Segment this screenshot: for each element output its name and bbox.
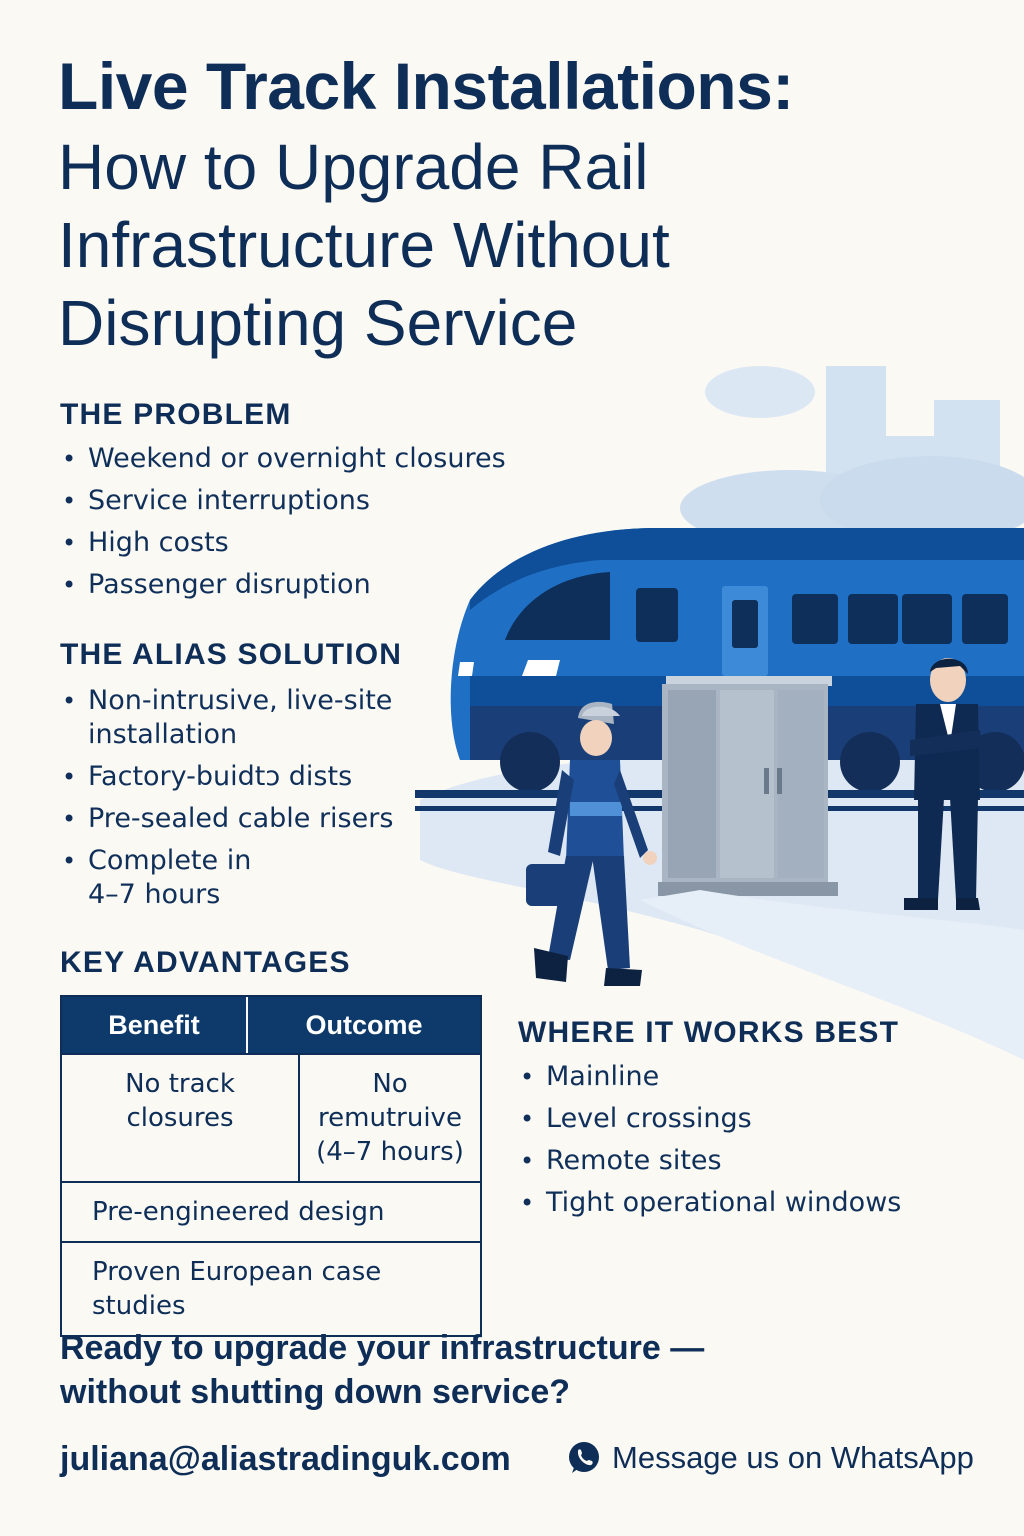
table-cell: Pre-engineered design	[92, 1197, 385, 1227]
page-subtitle: How to Upgrade Rail Infrastructure Witho…	[58, 131, 670, 359]
solution-heading: THE ALIAS SOLUTION	[60, 638, 403, 671]
problem-heading: THE PROBLEM	[60, 398, 292, 431]
advantages-table: Benefit Outcome No track closures No rem…	[60, 995, 482, 1337]
city-skyline	[680, 366, 1024, 546]
table-row: Pre-engineered design	[62, 1181, 480, 1241]
where-list: Mainline Level crossings Remote sites Ti…	[518, 1060, 988, 1228]
worker-figure	[526, 701, 657, 986]
solution-list: Non-intrusive, live-site installation Fa…	[60, 684, 410, 920]
email-link[interactable]: juliana@aliastradinguk.com	[60, 1440, 511, 1478]
list-item: Weekend or overnight closures	[60, 442, 560, 476]
table-cell: No track closures	[62, 1055, 300, 1181]
whatsapp-link[interactable]: Message us on WhatsApp	[566, 1440, 974, 1476]
list-item: Factory-buidtↄ dists	[60, 760, 410, 794]
table-header: Benefit Outcome	[62, 997, 480, 1053]
column-header-outcome: Outcome	[305, 1009, 423, 1040]
table-cell: No remutruive (4–7 hours)	[316, 1069, 464, 1167]
list-item: Mainline	[518, 1060, 988, 1094]
column-header-benefit: Benefit	[62, 997, 248, 1053]
page-title: Live Track Installations:	[58, 49, 794, 123]
table-cell: Proven European case studies	[92, 1257, 382, 1321]
list-item: Service interruptions	[60, 484, 560, 518]
whatsapp-label: Message us on WhatsApp	[612, 1440, 974, 1475]
whatsapp-icon	[569, 1442, 599, 1473]
list-item: Passenger disruption	[60, 568, 560, 602]
table-row: Proven European case studies	[62, 1241, 480, 1335]
table-row: No track closures No remutruive (4–7 hou…	[62, 1053, 480, 1181]
where-heading: WHERE IT WORKS BEST	[518, 1016, 900, 1049]
lower-wash	[640, 890, 1024, 1060]
list-item: Non-intrusive, live-site installation	[60, 684, 410, 752]
manager-figure	[904, 658, 982, 910]
list-item: Level crossings	[518, 1102, 988, 1136]
list-item: Remote sites	[518, 1144, 988, 1178]
advantages-heading: KEY ADVANTAGES	[60, 946, 351, 979]
list-item: High costs	[60, 526, 560, 560]
cta-text: Ready to upgrade your infrastructure — w…	[60, 1329, 705, 1411]
trackside-cabinet	[658, 676, 838, 896]
problem-list: Weekend or overnight closures Service in…	[60, 442, 560, 610]
list-item: Pre-sealed cable risers	[60, 802, 410, 836]
list-item: Complete in 4–7 hours	[60, 844, 258, 912]
list-item: Tight operational windows	[518, 1186, 988, 1220]
